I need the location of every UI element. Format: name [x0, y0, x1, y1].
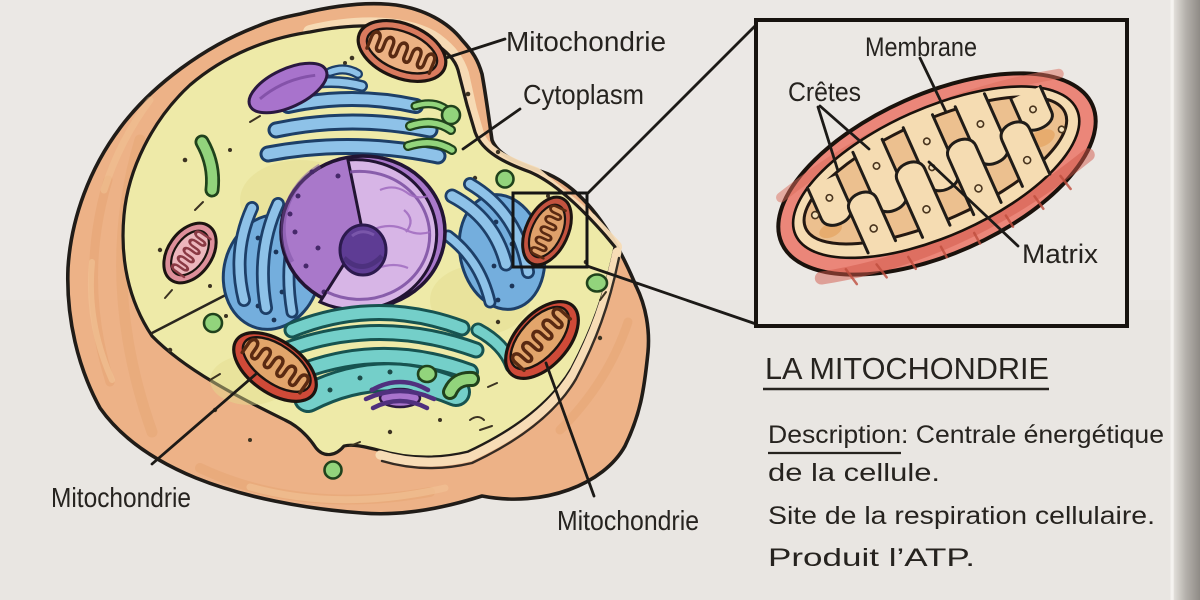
- mitochondrion-bottom-right: [504, 300, 580, 380]
- label-mitochondrie-top: Mitochondrie: [506, 26, 666, 57]
- inset-granules: [810, 105, 1066, 233]
- mitochondrion-boxed: [521, 195, 573, 267]
- notes-block: LA MITOCHONDRIE Description: Centrale én…: [763, 351, 1164, 572]
- inset-cristae: [805, 84, 1054, 255]
- inset-panel: Membrane Crêtes Matrix: [754, 18, 1129, 328]
- inset-annotation-lines: [816, 56, 1020, 248]
- green-organelles-back: [194, 99, 609, 334]
- organelle-purple-squiggle: [363, 379, 437, 411]
- notes-line4: Produit l’ATP.: [768, 544, 975, 572]
- notes-description-label: Description: [768, 421, 901, 449]
- label-mitochondrie-bottom-center: Mitochondrie: [557, 505, 699, 536]
- endoplasmic-reticulum-right: [441, 177, 547, 311]
- membrane-texture: [87, 96, 633, 505]
- cell-illustration: [65, 1, 651, 516]
- notes-description-value: : Centrale énergétique: [901, 421, 1164, 449]
- green-organelles-front: [323, 364, 480, 480]
- notes-title: LA MITOCHONDRIE: [765, 351, 1049, 386]
- inset-label-membrane: Membrane: [865, 32, 977, 62]
- inset-mitochondrion: [776, 68, 1098, 286]
- zoom-projection-lines: [585, 23, 758, 326]
- nucleus: [279, 154, 447, 312]
- inset-label-matrix: Matrix: [1022, 239, 1099, 269]
- board-edge: [1174, 0, 1200, 600]
- notes-description: Description: Centrale énergétique: [768, 421, 1164, 449]
- inset-label-cretes: Crêtes: [788, 77, 861, 107]
- mitochondrion-top: [356, 19, 448, 83]
- organelle-purple-blob: [247, 61, 329, 115]
- zoom-highlight-box: [511, 191, 589, 269]
- annotation-lines: [150, 37, 596, 498]
- mitochondrion-pink-left: [162, 221, 218, 285]
- notes-line2: de la cellule.: [768, 459, 940, 487]
- notes-line3: Site de la respiration cellulaire.: [768, 502, 1155, 530]
- label-cytoplasm: Cytoplasm: [523, 79, 644, 110]
- label-mitochondrie-bottom-left: Mitochondrie: [51, 482, 191, 513]
- mitochondrion-bottom-left: [232, 331, 318, 403]
